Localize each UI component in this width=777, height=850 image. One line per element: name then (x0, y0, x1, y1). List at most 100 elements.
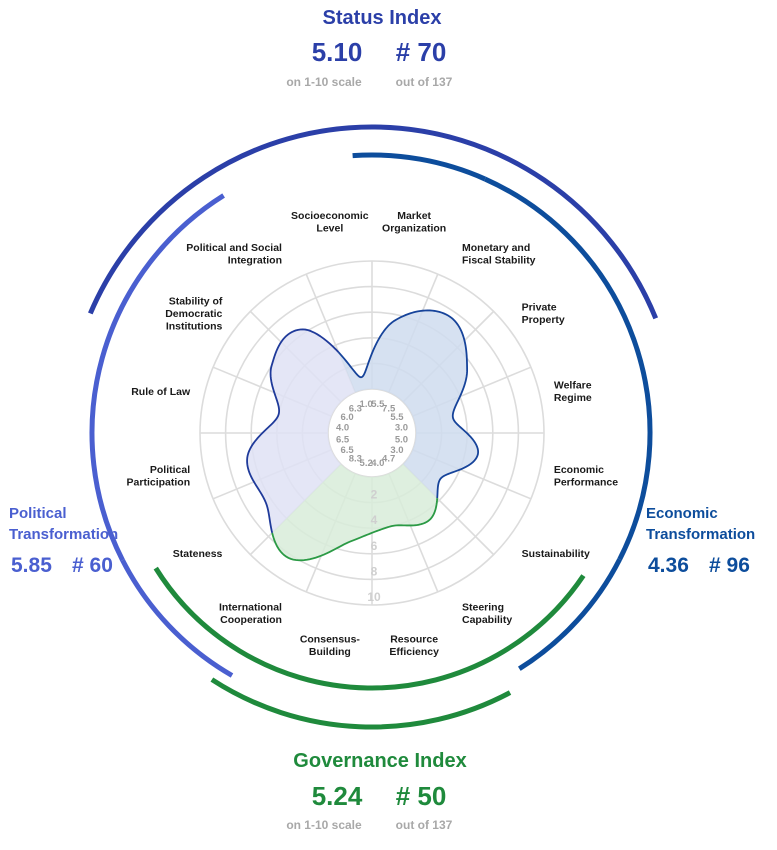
value-label: 4.7 (382, 453, 395, 464)
radar-outline (246, 309, 480, 562)
value-label: 8.3 (349, 453, 362, 464)
radar-areas (247, 310, 479, 561)
governance-inner-arc (153, 566, 586, 691)
value-label: 4.0 (371, 458, 384, 469)
category-label-line: Stateness (173, 548, 223, 560)
category-label-line: Rule of Law (131, 386, 191, 398)
governance-index-title: Governance Index (293, 750, 466, 772)
category-label-line: Political (150, 464, 190, 476)
status-arc (88, 124, 659, 320)
category-label-line: Economic (554, 464, 604, 476)
outline-political (246, 328, 340, 534)
political-transformation-title-2: Transformation (9, 526, 118, 543)
value-label: 1.0 (360, 399, 373, 410)
category-label-line: Level (316, 222, 343, 234)
scale-label: 10 (367, 590, 381, 604)
status-index-score: 5.10 (312, 37, 363, 67)
political-transformation-rank: # 60 (72, 554, 113, 577)
area-governance (272, 464, 438, 561)
category-label: Stateness (173, 548, 223, 560)
economic-arc-top (352, 152, 487, 182)
outline-economic (337, 309, 480, 499)
governance-index-rank: # 50 (396, 781, 447, 811)
category-label-line: Performance (554, 476, 618, 488)
value-label: 5.5 (371, 399, 385, 410)
category-label: Rule of Law (131, 386, 191, 398)
area-economic (338, 310, 479, 499)
scale-label: 4 (371, 513, 378, 527)
category-label-line: Capability (462, 614, 512, 626)
radar-grid (199, 260, 545, 606)
value-label: 6.3 (349, 404, 362, 415)
category-label-line: Private (522, 302, 557, 314)
category-label: Sustainability (522, 548, 590, 560)
category-label-line: Consensus- (300, 634, 361, 646)
area-political (247, 329, 356, 533)
value-labels: 5.57.55.53.05.03.04.74.05.28.36.56.54.06… (336, 399, 408, 469)
category-label-line: Steering (462, 601, 504, 613)
category-label-line: Fiscal Stability (462, 255, 536, 267)
category-label-line: Market (397, 210, 431, 222)
governance-outer-arc (210, 677, 512, 730)
economic-arc-lower (517, 558, 622, 671)
status-index-title: Status Index (323, 7, 442, 29)
scale-label: 2 (371, 488, 378, 502)
category-label-line: Monetary and (462, 242, 530, 254)
category-label-line: Participation (127, 476, 191, 488)
value-label: 6.5 (340, 445, 354, 456)
economic-transformation-title: Economic (646, 505, 718, 522)
value-label: 5.2 (360, 458, 373, 469)
political-arc-lower (120, 558, 234, 678)
value-label: 6.0 (340, 412, 353, 423)
value-label: 5.0 (395, 434, 408, 445)
status-index-score-note: on 1-10 scale (286, 75, 362, 89)
category-label-line: Cooperation (220, 614, 282, 626)
outline-governance (271, 498, 439, 562)
category-label-line: Resource (390, 634, 438, 646)
category-label-line: Political and Social (186, 242, 282, 254)
category-label-line: Organization (382, 222, 446, 234)
political-arc (89, 193, 225, 562)
economic-arc (484, 176, 653, 561)
political-transformation-score: 5.85 (11, 554, 52, 577)
value-label: 6.5 (336, 434, 350, 445)
category-label-line: Stability of (169, 295, 223, 307)
governance-index-score: 5.24 (312, 781, 363, 811)
economic-transformation-rank: # 96 (709, 554, 750, 577)
governance-index-score-note: on 1-10 scale (286, 818, 362, 832)
status-index-rank: # 70 (396, 37, 447, 67)
category-label-line: Institutions (166, 320, 223, 332)
status-index-rank-note: out of 137 (396, 75, 453, 89)
scale-label: 8 (371, 564, 378, 578)
category-label-line: Socioeconomic (291, 210, 369, 222)
economic-transformation-title-2: Transformation (646, 526, 755, 543)
value-label: 3.0 (395, 423, 408, 434)
category-label-line: Democratic (165, 308, 222, 320)
governance-index-rank-note: out of 137 (396, 818, 453, 832)
category-label-line: Sustainability (522, 548, 590, 560)
political-transformation-title: Political (9, 505, 67, 522)
value-label: 7.5 (382, 404, 396, 415)
category-label-line: International (219, 601, 282, 613)
value-label: 5.5 (390, 412, 404, 423)
value-label: 4.0 (336, 423, 349, 434)
economic-transformation-score: 4.36 (648, 554, 689, 577)
category-label-line: Efficiency (389, 646, 439, 658)
category-label-line: Welfare (554, 380, 592, 392)
category-label-line: Property (522, 314, 565, 326)
outer-arcs (88, 124, 659, 730)
